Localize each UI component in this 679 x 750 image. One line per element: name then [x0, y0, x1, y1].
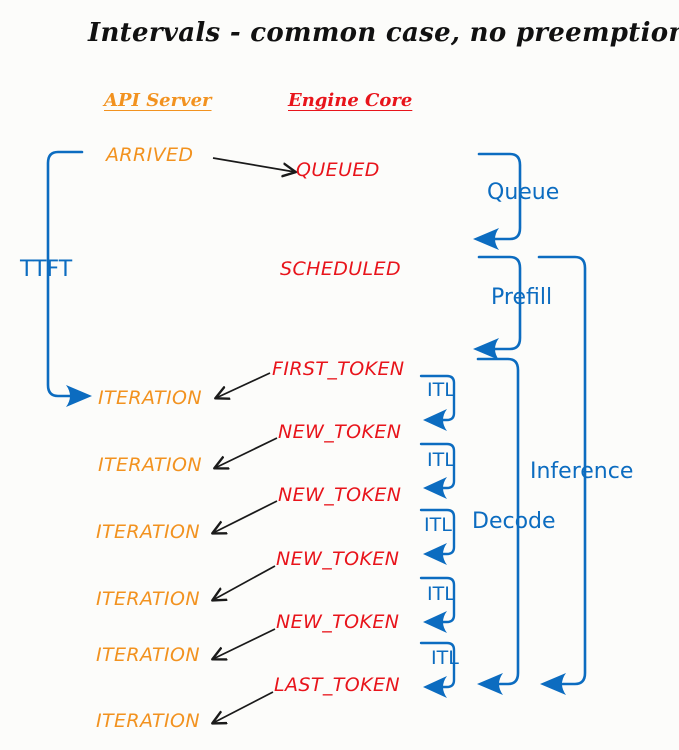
interval-arrowhead-decode — [477, 673, 503, 695]
interval-arrowhead-itl-2 — [423, 477, 447, 499]
event-arrived: ARRIVED — [106, 144, 194, 166]
event-new-token-3: NEW_TOKEN — [276, 548, 400, 570]
arrow-firsttoken-to-iteration — [216, 372, 271, 398]
event-iteration-2: ITERATION — [98, 454, 203, 476]
interval-label-itl-4: ITL — [427, 583, 455, 605]
interval-bracket-itl-1 — [419, 374, 456, 422]
interval-bracket-itl-4 — [419, 576, 456, 624]
interval-bracket-itl-5 — [419, 641, 456, 689]
interval-label-itl-1: ITL — [427, 379, 455, 401]
diagram-title: Intervals - common case, no preemptions — [88, 18, 679, 48]
interval-label-itl-5: ITL — [431, 647, 459, 669]
interval-label-itl-3: ITL — [424, 514, 452, 536]
interval-bracket-queue — [477, 152, 522, 241]
event-iteration-1: ITERATION — [98, 387, 203, 409]
event-new-token-4: NEW_TOKEN — [276, 611, 400, 633]
arrow-newtoken-to-iteration-1 — [215, 437, 278, 468]
arrow-newtoken-to-iteration-3 — [213, 565, 276, 600]
interval-bracket-itl-2 — [419, 442, 456, 490]
event-queued: QUEUED — [296, 159, 380, 181]
column-header-api-server: API Server — [104, 90, 212, 111]
interval-arrowhead-itl-4 — [423, 611, 447, 633]
event-new-token-2: NEW_TOKEN — [278, 484, 402, 506]
interval-bracket-inference — [537, 255, 587, 686]
event-scheduled: SCHEDULED — [280, 258, 401, 280]
interval-label-prefill: Prefill — [491, 285, 553, 310]
interval-label-queue: Queue — [487, 180, 560, 205]
interval-arrowhead-ttft — [66, 385, 92, 407]
interval-label-itl-2: ITL — [427, 449, 455, 471]
interval-label-decode: Decode — [472, 509, 556, 534]
event-iteration-6: ITERATION — [96, 710, 201, 732]
arrow-lasttoken-to-iteration — [213, 691, 274, 723]
event-arrows — [212, 157, 295, 723]
event-iteration-4: ITERATION — [96, 588, 201, 610]
interval-arrowhead-itl-1 — [423, 409, 447, 431]
interval-bracket-itl-3 — [419, 508, 456, 556]
interval-arrowhead-inference — [540, 673, 566, 695]
interval-label-ttft: TTFT — [20, 257, 73, 282]
interval-arrowhead-itl-3 — [423, 543, 447, 565]
arrow-newtoken-to-iteration-4 — [213, 628, 276, 659]
event-first-token: FIRST_TOKEN — [272, 358, 405, 380]
arrow-arrived-to-queued — [212, 157, 295, 172]
interval-label-inference: Inference — [530, 459, 634, 484]
interval-arrowheads-itl — [423, 409, 447, 698]
column-header-engine-core: Engine Core — [288, 90, 413, 111]
interval-bracket-ttft — [46, 150, 84, 398]
interval-arrowhead-queue — [473, 228, 499, 250]
interval-arrowhead-prefill — [473, 338, 499, 360]
interval-bracket-decode — [476, 357, 520, 686]
event-last-token: LAST_TOKEN — [274, 674, 400, 696]
arrow-newtoken-to-iteration-2 — [213, 500, 278, 533]
interval-arrowhead-itl-5 — [423, 676, 447, 698]
event-new-token-1: NEW_TOKEN — [278, 421, 402, 443]
interval-bracket-prefill — [477, 255, 522, 351]
event-iteration-5: ITERATION — [96, 644, 201, 666]
event-iteration-3: ITERATION — [96, 521, 201, 543]
interval-brackets-itl — [419, 374, 456, 689]
